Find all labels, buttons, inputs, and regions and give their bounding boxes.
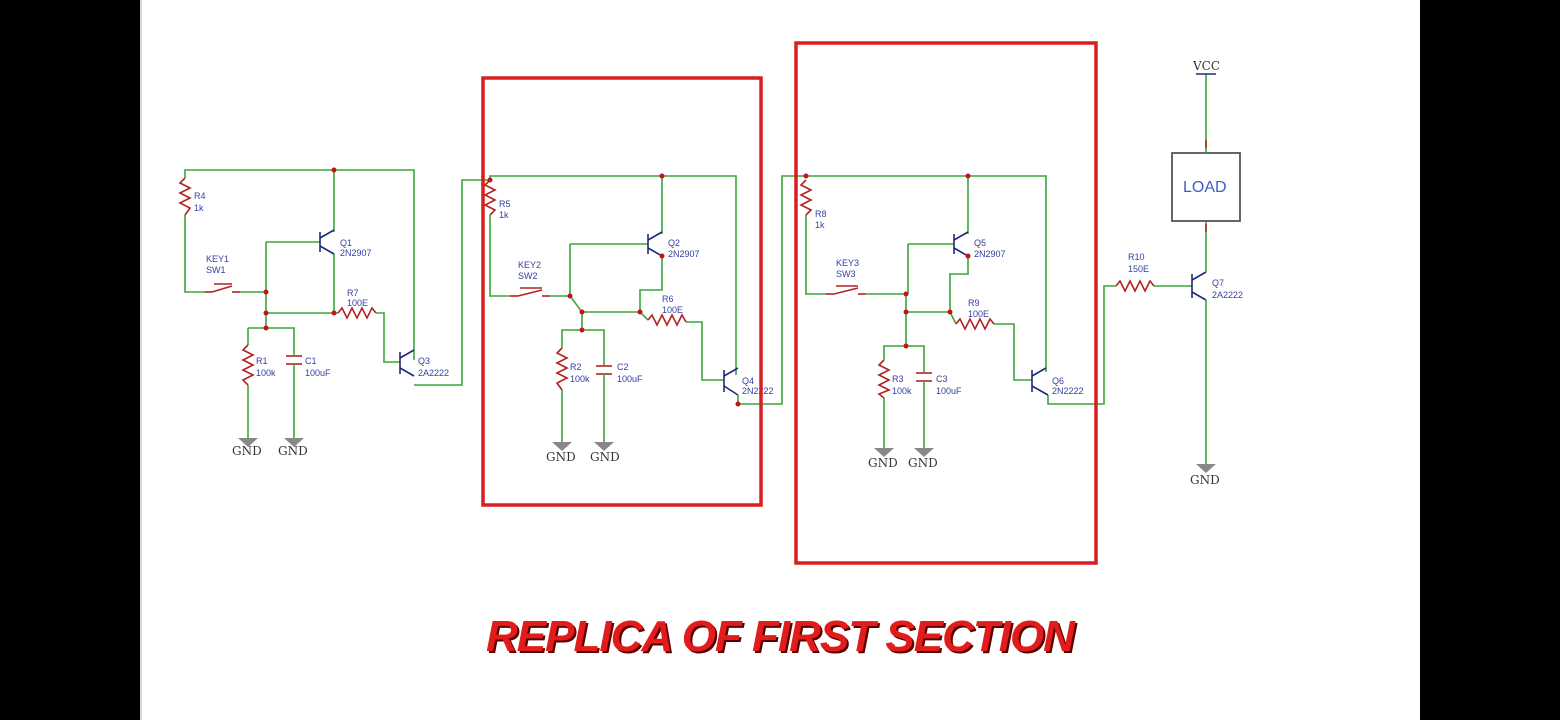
resistor-r2: R2 100k — [555, 347, 590, 391]
transistor-q7: Q7 2A2222 — [1191, 271, 1243, 301]
switch-sw3: KEY3 SW3 — [826, 258, 866, 295]
q6-value: 2N2222 — [1052, 386, 1084, 396]
sw1-label: SW1 — [206, 265, 226, 275]
r2-value: 100k — [570, 374, 590, 384]
r1-value: 100k — [256, 368, 276, 378]
switch-sw2: KEY2 SW2 — [510, 260, 550, 297]
ground-symbol — [594, 442, 614, 451]
r3-value: 100k — [892, 386, 912, 396]
c3-value: 100uF — [936, 386, 962, 396]
r9-label: R9 — [968, 298, 980, 308]
sw3-key-label: KEY3 — [836, 258, 859, 268]
q5-value: 2N2907 — [974, 249, 1006, 259]
gnd2-label: GND — [278, 444, 308, 458]
c2-label: C2 — [617, 362, 629, 372]
section-2: R5 1k KEY2 SW2 Q2 2N2907 R6 100E R2 100k — [483, 173, 806, 464]
highlight-box-section-2 — [481, 76, 763, 507]
resistor-r1: R1 100k — [241, 344, 276, 386]
resistor-r4: R4 1k — [178, 177, 206, 216]
r8-label: R8 — [815, 209, 827, 219]
ground-symbol — [552, 442, 572, 451]
q7-value: 2A2222 — [1212, 290, 1243, 300]
resistor-r5: R5 1k — [483, 179, 511, 220]
r1-label: R1 — [256, 356, 268, 366]
capacitor-c2: C2 100uF — [596, 362, 643, 384]
q1-label: Q1 — [340, 238, 352, 248]
transistor-q3: Q3 2A2222 — [399, 349, 449, 378]
sw1-key-label: KEY1 — [206, 254, 229, 264]
resistor-r8: R8 1k — [799, 179, 827, 230]
q4-label: Q4 — [742, 376, 754, 386]
capacitor-c1: C1 100uF — [286, 355, 331, 378]
q5-label: Q5 — [974, 238, 986, 248]
r9-value: 100E — [968, 309, 989, 319]
capacitor-c3: C3 100uF — [916, 372, 962, 396]
transistor-q4: Q4 2N2222 — [723, 367, 774, 396]
r4-value: 1k — [194, 203, 204, 213]
transistor-q5: Q5 2N2907 — [953, 231, 1006, 259]
ground-symbol — [1196, 464, 1216, 473]
resistor-r9: R9 100E — [955, 298, 995, 331]
c1-label: C1 — [305, 356, 317, 366]
vcc-label: VCC — [1192, 59, 1220, 73]
section-1: R4 1k KEY1 SW1 Q1 2N2907 R7 100E — [178, 167, 490, 458]
resistor-r6: R6 100E — [647, 294, 687, 327]
gnd6-label: GND — [908, 456, 938, 470]
ground-symbol — [874, 448, 894, 457]
q2-value: 2N2907 — [668, 249, 700, 259]
c1-value: 100uF — [305, 368, 331, 378]
sw2-label: SW2 — [518, 271, 538, 281]
ground-symbol — [238, 438, 258, 447]
r6-label: R6 — [662, 294, 674, 304]
section-3: R8 1k KEY3 SW3 Q5 2N2907 R9 100E R3 100k — [799, 173, 1116, 470]
output-stage: R10 150E Q7 2A2222 LOAD VCC GND — [1115, 59, 1243, 487]
r10-label: R10 — [1128, 252, 1145, 262]
sw2-key-label: KEY2 — [518, 260, 541, 270]
r5-value: 1k — [499, 210, 509, 220]
page-edge — [140, 0, 143, 720]
r6-value: 100E — [662, 305, 683, 315]
gnd3-label: GND — [546, 450, 576, 464]
resistor-r7: R7 100E — [337, 288, 377, 320]
c3-label: C3 — [936, 374, 948, 384]
sw3-label: SW3 — [836, 269, 856, 279]
q3-label: Q3 — [418, 356, 430, 366]
r4-label: R4 — [194, 191, 206, 201]
ground-symbol — [284, 438, 304, 447]
q3-value: 2A2222 — [418, 368, 449, 378]
gnd4-label: GND — [590, 450, 620, 464]
schematic-page — [142, 0, 1420, 720]
r5-label: R5 — [499, 199, 511, 209]
highlight-box-section-3 — [794, 41, 1098, 565]
q4-value: 2N2222 — [742, 386, 774, 396]
q2-label: Q2 — [668, 238, 680, 248]
r3-label: R3 — [892, 374, 904, 384]
r10-value: 150E — [1128, 264, 1149, 274]
gnd5-label: GND — [868, 456, 898, 470]
resistor-r3: R3 100k — [877, 359, 912, 399]
gnd1-label: GND — [232, 444, 262, 458]
r8-value: 1k — [815, 220, 825, 230]
ground-symbol — [914, 448, 934, 457]
caption-title: REPLICA OF FIRST SECTION — [486, 612, 1075, 661]
gnd7-label: GND — [1190, 473, 1220, 487]
c2-value: 100uF — [617, 374, 643, 384]
resistor-r10: R10 150E — [1115, 252, 1155, 293]
transistor-q2: Q2 2N2907 — [647, 231, 700, 259]
transistor-q6: Q6 2N2222 — [1031, 367, 1084, 396]
q6-label: Q6 — [1052, 376, 1064, 386]
transistor-q1: Q1 2N2907 — [319, 229, 372, 258]
load-label: LOAD — [1183, 179, 1227, 196]
r2-label: R2 — [570, 362, 582, 372]
switch-sw1: KEY1 SW1 — [205, 254, 240, 293]
r7-label: R7 — [347, 288, 359, 298]
r7-value: 100E — [347, 298, 368, 308]
q7-label: Q7 — [1212, 278, 1224, 288]
q1-value: 2N2907 — [340, 248, 372, 258]
